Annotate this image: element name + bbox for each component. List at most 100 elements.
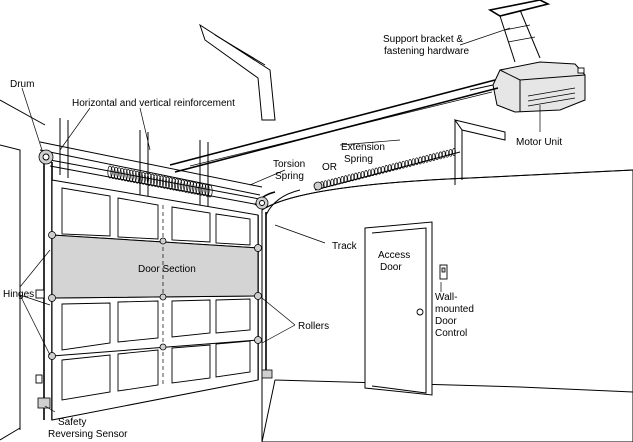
torsion-spring-coil (171, 177, 177, 191)
label-wall-control-4: Control (435, 328, 467, 339)
torsion-spring-coil (113, 166, 119, 180)
torsion-spring-coil (107, 165, 113, 179)
extension-spring-coil (428, 154, 433, 162)
torsion-spring-coil (180, 179, 186, 193)
ceiling-framing (59, 23, 506, 212)
torsion-spring-coil (183, 180, 189, 193)
torsion-spring-coil (168, 177, 174, 190)
label-wall-control-3: Door (435, 316, 457, 327)
extension-spring-coil (367, 169, 372, 178)
extension-spring-coil (408, 159, 412, 167)
torsion-spring (49, 159, 266, 207)
torsion-spring-coil (110, 166, 116, 179)
extension-spring-coil (452, 148, 456, 156)
torsion-spring-coil (122, 168, 128, 182)
torsion-spring-coil (137, 171, 143, 185)
torsion-spring-coil (143, 172, 149, 186)
torsion-spring-coil (146, 173, 152, 186)
room-structure (0, 99, 633, 442)
torsion-spring-coil (204, 184, 210, 197)
torsion-spring-coil (186, 180, 192, 194)
torsion-spring-coil (116, 167, 122, 181)
extension-spring-coil (442, 150, 446, 159)
opener-rail (169, 79, 499, 173)
extension-spring-coil (411, 158, 416, 167)
extension-spring-coil (327, 179, 331, 188)
extension-spring-coil (435, 152, 439, 161)
garage-door (51, 179, 259, 421)
extension-spring-coil (421, 155, 426, 164)
torsion-spring-coil (189, 181, 195, 194)
torsion-spring-coil (140, 171, 146, 185)
extension-spring-coil (401, 160, 405, 169)
drums (38, 149, 269, 210)
safety-sensor (37, 369, 273, 409)
label-or: OR (322, 162, 337, 173)
extension-spring-coil (337, 176, 341, 185)
extension-spring-coil (340, 176, 345, 184)
extension-spring-coil (391, 163, 395, 172)
motor-unit (469, 0, 586, 113)
torsion-spring-coil (174, 178, 180, 192)
extension-spring-coil (438, 151, 443, 160)
label-support-bracket-1: Support bracket & (383, 34, 463, 45)
label-support-bracket-2: fastening hardware (384, 46, 469, 57)
torsion-spring-coil (195, 182, 201, 196)
extension-spring-coil (371, 168, 375, 177)
label-motor-unit: Motor Unit (516, 137, 562, 148)
label-hinges: Hinges (3, 289, 34, 300)
torsion-spring-coil (125, 169, 131, 182)
torsion-spring-coil (128, 169, 134, 183)
extension-spring (313, 148, 461, 191)
torsion-spring-coil (149, 173, 155, 187)
torsion-spring-coil (165, 176, 171, 190)
extension-spring-coil (360, 170, 365, 179)
extension-spring-coil (425, 154, 429, 163)
extension-spring-coil (333, 177, 338, 186)
torsion-spring-coil (131, 170, 137, 183)
torsion-spring-coil (177, 178, 183, 192)
label-rollers: Rollers (298, 321, 329, 332)
extension-spring-coil (323, 180, 328, 189)
extension-spring-coil (404, 159, 409, 168)
extension-spring-coil (418, 156, 422, 165)
extension-spring-coil (448, 148, 453, 157)
label-track: Track (332, 241, 358, 252)
label-reinforcement: Horizontal and vertical reinforcement (72, 98, 235, 109)
torsion-spring-coil (152, 174, 159, 187)
extension-spring-coil (377, 166, 382, 175)
extension-spring-coil (415, 157, 419, 166)
extension-spring-coil (398, 161, 402, 170)
label-safety-sensor-1: Safety (58, 417, 86, 428)
label-access-door-1: Access (378, 250, 410, 261)
extension-spring-coil (347, 174, 351, 183)
extension-spring-coil (343, 175, 348, 183)
label-drum: Drum (10, 79, 34, 90)
extension-spring-coil (384, 165, 389, 173)
torsion-spring-coil (201, 183, 207, 197)
leader-lines (19, 27, 541, 413)
extension-spring-coil (387, 164, 392, 172)
label-wall-control-1: Wall- (435, 292, 457, 303)
extension-spring-coil (330, 178, 334, 187)
access-door (364, 221, 433, 396)
label-extension-spring-2: Spring (344, 154, 373, 165)
extension-spring-coil (354, 172, 358, 181)
labels: Support bracket & fastening hardware Dru… (3, 34, 562, 440)
torsion-spring-coil (192, 181, 198, 195)
label-torsion-spring-2: Spring (275, 171, 304, 182)
extension-spring-coil (357, 171, 361, 180)
label-extension-spring-1: Extension (341, 142, 385, 153)
extension-spring-coil (364, 170, 368, 178)
label-wall-control-2: mounted (435, 304, 474, 315)
torsion-spring-coil (161, 176, 168, 189)
extension-spring-coil (374, 167, 378, 176)
label-door-section: Door Section (138, 264, 196, 275)
torsion-spring-coil (207, 184, 213, 198)
extension-spring-coil (350, 173, 355, 182)
torsion-spring-coil (198, 182, 204, 196)
extension-spring-coil (381, 165, 385, 174)
hinges-rollers (35, 231, 262, 384)
torsion-spring-coil (158, 175, 165, 189)
